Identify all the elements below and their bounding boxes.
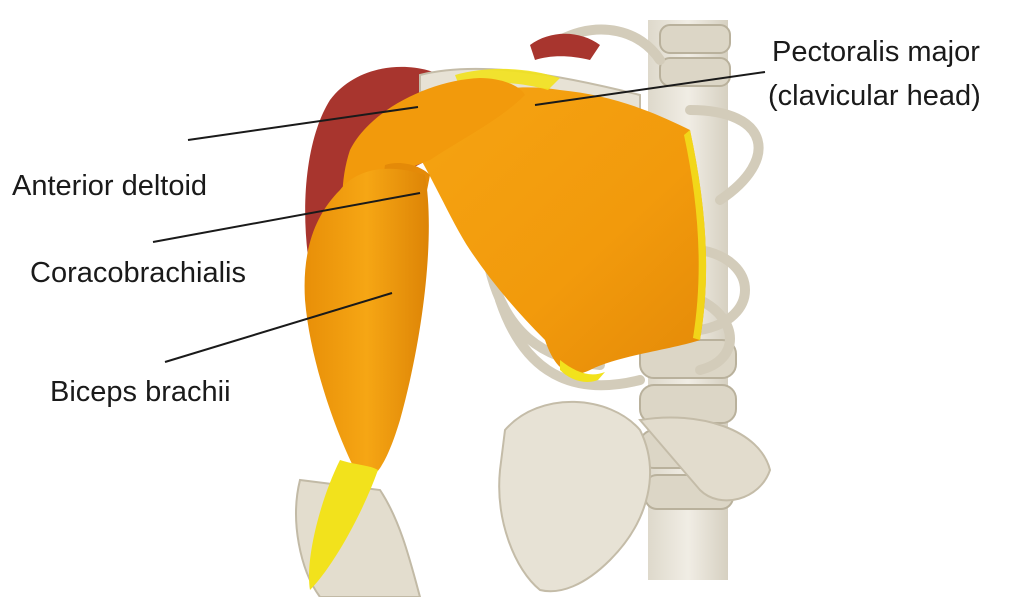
upper-trapezius <box>530 34 600 60</box>
anterior-deltoid-label: Anterior deltoid <box>12 168 207 204</box>
biceps-brachii-muscle <box>305 169 429 478</box>
pectoralis-clavicular-head-label: (clavicular head) <box>768 78 981 114</box>
biceps-brachii-label: Biceps brachii <box>50 374 231 410</box>
coracobrachialis-label: Coracobrachialis <box>30 255 246 291</box>
pectoralis-major-label: Pectoralis major <box>772 34 980 70</box>
pelvis <box>499 402 770 591</box>
